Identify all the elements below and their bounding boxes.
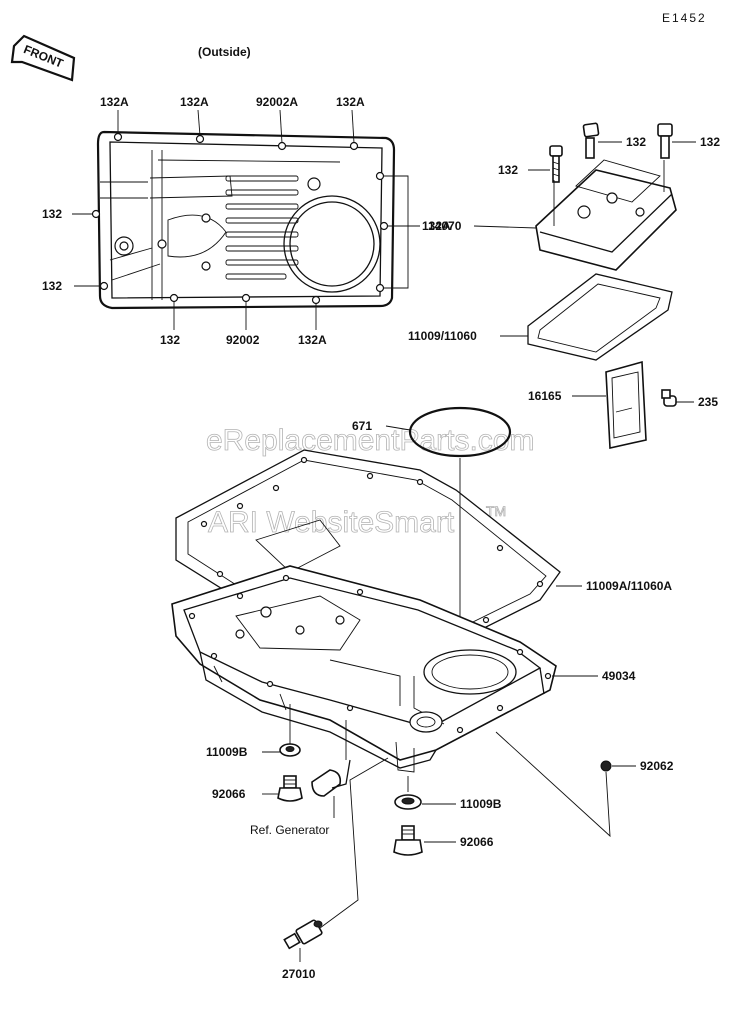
cover-slots (225, 175, 299, 280)
label-cover-left-2: 132 (42, 279, 62, 293)
label-plug-right: 92066 (460, 835, 494, 849)
label-switch: 27010 (282, 967, 316, 981)
label-cover-top-3: 92002A (256, 95, 298, 109)
label-cover-bottom-2: 92002 (226, 333, 260, 347)
breather-gasket-11009 (527, 273, 673, 361)
label-breather-gasket: 11009/11060 (408, 329, 477, 343)
label-cover-bottom-3: 132A (298, 333, 327, 347)
bolt-132-c (657, 123, 696, 159)
watermark-site: eReplacementParts.com (206, 424, 534, 457)
cover-leaders (72, 109, 420, 330)
screw-235 (661, 389, 694, 407)
label-oil-pan: 49034 (602, 669, 636, 683)
label-washer-left: 11009B (206, 745, 248, 759)
label-bolt-2: 132 (626, 135, 646, 149)
diagram-code: E1452 (662, 11, 707, 25)
label-baffle: 16165 (528, 389, 562, 403)
label-washer-right: 11009B (460, 797, 502, 811)
watermark-smart: ARI WebsiteSmart (208, 506, 455, 539)
label-small-plug: 92062 (640, 759, 674, 773)
view-note: (Outside) (198, 45, 251, 59)
label-pan-gasket: 11009A/11060A (586, 579, 672, 593)
label-plug-left: 92066 (212, 787, 246, 801)
washer-11009b-right (394, 794, 422, 810)
front-arrow-icon: FRONT (10, 34, 76, 82)
label-cover-bottom-1: 132 (160, 333, 180, 347)
label-cover-right: 132A (422, 219, 451, 233)
label-ref-generator: Ref. Generator (250, 823, 329, 837)
label-cover-top-1: 132A (100, 95, 129, 109)
outside-cover-plate (91, 130, 396, 310)
oil-pan-49034 (171, 565, 557, 773)
label-screw: 235 (698, 395, 718, 409)
label-cover-top-4: 132A (336, 95, 365, 109)
label-cover-top-2: 132A (180, 95, 209, 109)
drain-plug-92066-right (393, 825, 423, 856)
o-ring-671 (385, 406, 512, 458)
baffle-plate-16165 (605, 360, 647, 449)
generator-clamp (311, 759, 351, 797)
label-bolt-1: 132 (498, 163, 518, 177)
plug-92062 (600, 760, 612, 772)
washer-11009b-left (279, 743, 301, 757)
breather-cover-14070 (535, 159, 677, 271)
label-breather-cover: 14070 (428, 219, 462, 233)
watermark-tm: TM (486, 503, 506, 519)
label-bolt-3: 132 (700, 135, 720, 149)
bolt-132-a (549, 145, 563, 183)
label-o-ring: 671 (352, 419, 372, 433)
oil-pressure-switch-27010 (283, 919, 323, 950)
drain-plug-92066-left (277, 775, 303, 802)
label-cover-left-1: 132 (42, 207, 62, 221)
bolt-132-b (582, 122, 622, 159)
